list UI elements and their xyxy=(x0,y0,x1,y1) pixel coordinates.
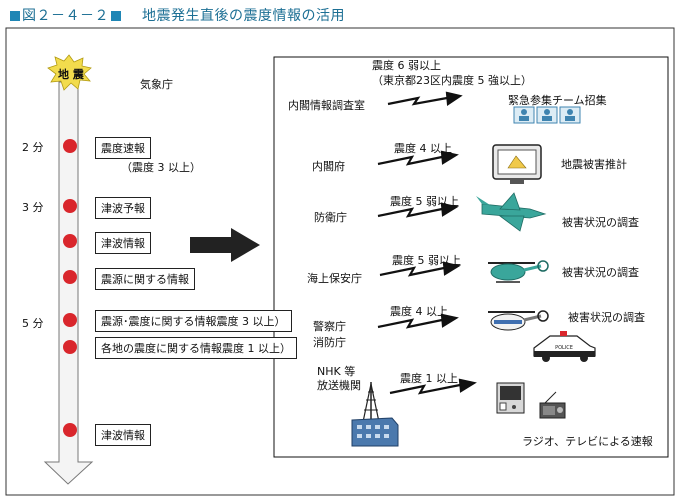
jet-icon xyxy=(476,192,547,232)
timeline-dot xyxy=(63,139,77,153)
timeline-dot xyxy=(63,199,77,213)
broadcast-tower-icon xyxy=(362,382,380,423)
zigzag-arrow-1-head xyxy=(445,91,463,106)
action-damage-survey-defense: 被害状況の調査 xyxy=(562,216,639,229)
zigzag-arrow-3 xyxy=(377,207,443,218)
zigzag-arrow-5 xyxy=(377,318,443,329)
zigzag-arrow-3-head xyxy=(440,202,459,217)
zigzag-arrow-4 xyxy=(379,266,445,277)
org-broadcast: NHK 等 放送機関 xyxy=(317,365,361,392)
police-car-icon xyxy=(533,331,596,362)
timeline-dot xyxy=(63,270,77,284)
figure-number: 図２－４－２ xyxy=(22,8,109,24)
monitor-icon xyxy=(492,144,542,184)
coast-guard-helicopter-icon xyxy=(488,260,549,283)
television-icon xyxy=(496,382,525,414)
info-box-tsunami-joho-final: 津波情報 xyxy=(95,424,151,446)
threshold-defense: 震度 5 弱以上 xyxy=(390,195,459,208)
zigzag-arrow-6-head xyxy=(458,378,477,393)
action-broadcast-report: ラジオ、テレビによる速報 xyxy=(522,435,653,448)
time-label-2min: 2 分 xyxy=(22,141,44,154)
agency-label: 気象庁 xyxy=(140,78,173,91)
zigzag-arrow-2-head xyxy=(440,150,459,165)
broadcast-building-icon xyxy=(351,417,399,447)
info-box-tsunami-yoho: 津波予報 xyxy=(95,197,151,219)
timeline-dot xyxy=(63,313,77,327)
time-label-5min: 5 分 xyxy=(22,317,44,330)
action-damage-survey-coast-guard: 被害状況の調査 xyxy=(562,266,639,279)
info-box-epicenter-intensity: 震源･震度に関する情報震度 3 以上） xyxy=(95,310,292,332)
timeline-dot xyxy=(63,340,77,354)
team-persons-icon xyxy=(513,106,581,124)
action-emergency-team: 緊急参集チーム招集 xyxy=(508,94,607,107)
time-label-3min: 3 分 xyxy=(22,201,44,214)
timeline-dot xyxy=(63,234,77,248)
org-police-fire: 警察庁 消防庁 xyxy=(313,320,346,349)
recipients-panel xyxy=(273,56,669,458)
title-square-icon xyxy=(111,11,121,21)
org-coast-guard: 海上保安庁 xyxy=(307,272,362,285)
figure-title: 図２－４－２ 地震発生直後の震度情報の活用 xyxy=(8,5,345,25)
info-box-tsunami-joho: 津波情報 xyxy=(95,232,151,254)
outer-frame xyxy=(5,27,675,496)
info-box-shindo-sokuho: 震度速報 xyxy=(95,137,151,159)
police-helicopter-icon xyxy=(488,310,549,331)
radio-icon xyxy=(539,391,566,419)
earthquake-burst-icon xyxy=(47,54,92,91)
threshold-cabinet-intel: 震度 6 弱以上 （東京都23区内震度 5 強以上） xyxy=(372,59,532,87)
action-damage-survey-police: 被害状況の調査 xyxy=(568,311,645,324)
info-box-shindo-sokuho-note: （震度 3 以上） xyxy=(121,161,201,174)
zigzag-arrow-5-head xyxy=(440,313,459,328)
zigzag-arrow-4-head xyxy=(442,261,461,276)
threshold-police-fire: 震度 4 以上 xyxy=(390,305,448,318)
action-damage-estimate: 地震被害推計 xyxy=(561,158,627,171)
figure-title-text: 地震発生直後の震度情報の活用 xyxy=(141,8,345,24)
zigzag-arrow-2 xyxy=(377,155,443,166)
threshold-coast-guard: 震度 5 弱以上 xyxy=(392,254,461,267)
threshold-cabinet-office: 震度 4 以上 xyxy=(394,142,452,155)
zigzag-arrow-1 xyxy=(387,96,448,106)
info-box-epicenter: 震源に関する情報 xyxy=(95,268,195,290)
org-cabinet-office: 内閣府 xyxy=(312,160,345,173)
zigzag-arrows xyxy=(377,91,477,395)
info-box-regional-intensity: 各地の震度に関する情報震度 1 以上） xyxy=(95,337,297,359)
org-cabinet-intel: 内閣情報調査室 xyxy=(288,99,365,112)
org-defense: 防衛庁 xyxy=(314,211,347,224)
zigzag-arrow-6 xyxy=(389,383,461,395)
big-right-arrow xyxy=(190,228,260,262)
police-car-label: POLICE xyxy=(555,345,573,351)
title-square-icon xyxy=(10,11,20,21)
earthquake-start-label: 地 震 xyxy=(58,68,84,81)
threshold-broadcast: 震度 1 以上 xyxy=(400,372,458,385)
timeline-dot xyxy=(63,423,77,437)
